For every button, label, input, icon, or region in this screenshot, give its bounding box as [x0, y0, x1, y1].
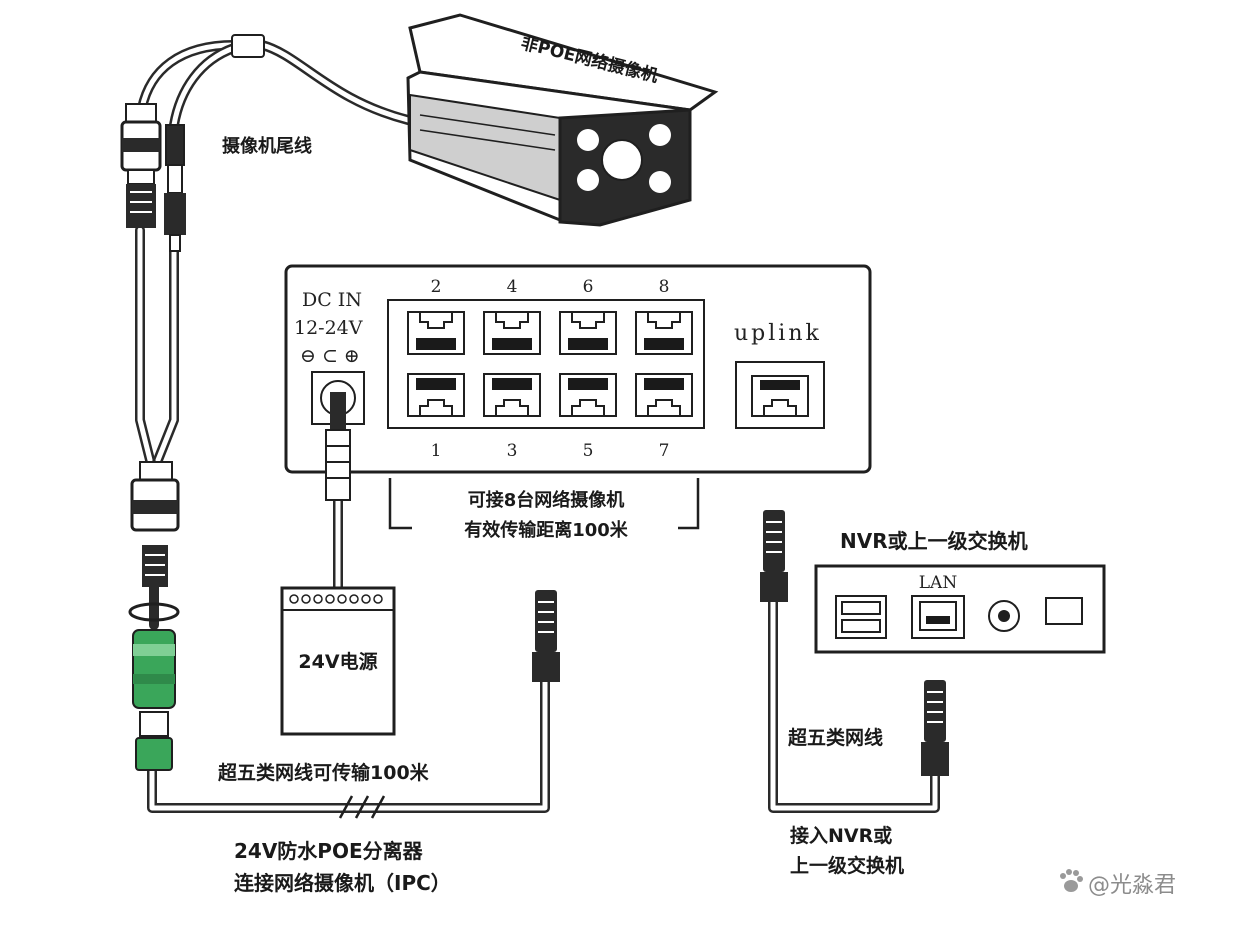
ethernet-port-2[interactable]: [407, 311, 465, 355]
port-number: 4: [507, 277, 518, 297]
voltage-range-label: 12-24V: [294, 317, 363, 339]
connect-caption-2: 上一级交换机: [790, 854, 904, 877]
ethernet-port-3[interactable]: [483, 373, 541, 417]
uplink-port[interactable]: [735, 361, 825, 429]
nvr-uplink-cable: [768, 595, 940, 813]
splitter-caption: 24V防水POE分离器: [234, 839, 424, 863]
paw-icon: [1060, 869, 1083, 892]
splitter-ipc-caption: 连接网络摄像机（IPC）: [234, 871, 451, 895]
rj45-plug: [532, 590, 560, 682]
polarity-symbols: ⊖ ⊂ ⊕: [300, 345, 360, 367]
ethernet-port-7[interactable]: [635, 373, 693, 417]
power-supply: 24V电源: [280, 586, 396, 736]
dc-power-jack[interactable]: [988, 600, 1020, 632]
port-number: 6: [583, 277, 594, 297]
ethernet-port-5[interactable]: [559, 373, 617, 417]
poe-splitter: [128, 461, 180, 771]
ethernet-port-8[interactable]: [635, 311, 693, 355]
port-number: 5: [583, 441, 594, 461]
lan-label: LAN: [919, 573, 958, 593]
bullet-camera: 非POE网络摄像机: [406, 13, 719, 227]
ethernet-port-1[interactable]: [407, 373, 465, 417]
lan-port[interactable]: [911, 595, 965, 639]
poe-switch: DC IN 12-24V ⊖ ⊂ ⊕ 2 4 6 8 1 3 5 7 uplin…: [284, 264, 872, 501]
switch-capacity-caption: 可接8台网络摄像机: [468, 489, 625, 511]
uplink-cable-label: 超五类网线: [787, 726, 883, 749]
nvr-title: NVR或上一级交换机: [840, 529, 1028, 553]
port-number: 1: [431, 441, 442, 461]
poe-cable-label: 超五类网线可传输100米: [217, 761, 430, 784]
port-number: 7: [659, 441, 670, 461]
rj45-plug-upper: [760, 510, 788, 602]
poe-network-cable: [147, 675, 550, 819]
break-marks: [338, 795, 386, 819]
port-number: 2: [431, 277, 442, 297]
watermark-text: @光淼君: [1088, 873, 1176, 898]
uplink-label: uplink: [734, 321, 822, 346]
pigtail-label: 摄像机尾线: [222, 135, 312, 157]
ethernet-port-4[interactable]: [483, 311, 541, 355]
nvr-device: LAN: [814, 564, 1106, 654]
camera-pigtail-cables: [135, 40, 413, 630]
ethernet-port-6[interactable]: [559, 311, 617, 355]
rj45-plug-lower: [921, 680, 949, 776]
dc-pigtail-connector: [164, 124, 186, 252]
status-window: [1045, 597, 1083, 625]
connect-caption: 接入NVR或: [790, 824, 892, 847]
port-number: 3: [507, 441, 518, 461]
port-capacity-bracket: [388, 478, 700, 530]
port-number: 8: [659, 277, 670, 297]
power-supply-label: 24V电源: [298, 650, 377, 673]
dc-in-label: DC IN: [302, 289, 362, 311]
watermark: @光淼君: [1060, 869, 1176, 898]
usb-ports[interactable]: [835, 595, 887, 639]
switch-distance-caption: 有效传输距离100米: [464, 519, 629, 541]
rj45-pigtail-connector: [120, 103, 162, 228]
cable-junction: [231, 34, 265, 58]
